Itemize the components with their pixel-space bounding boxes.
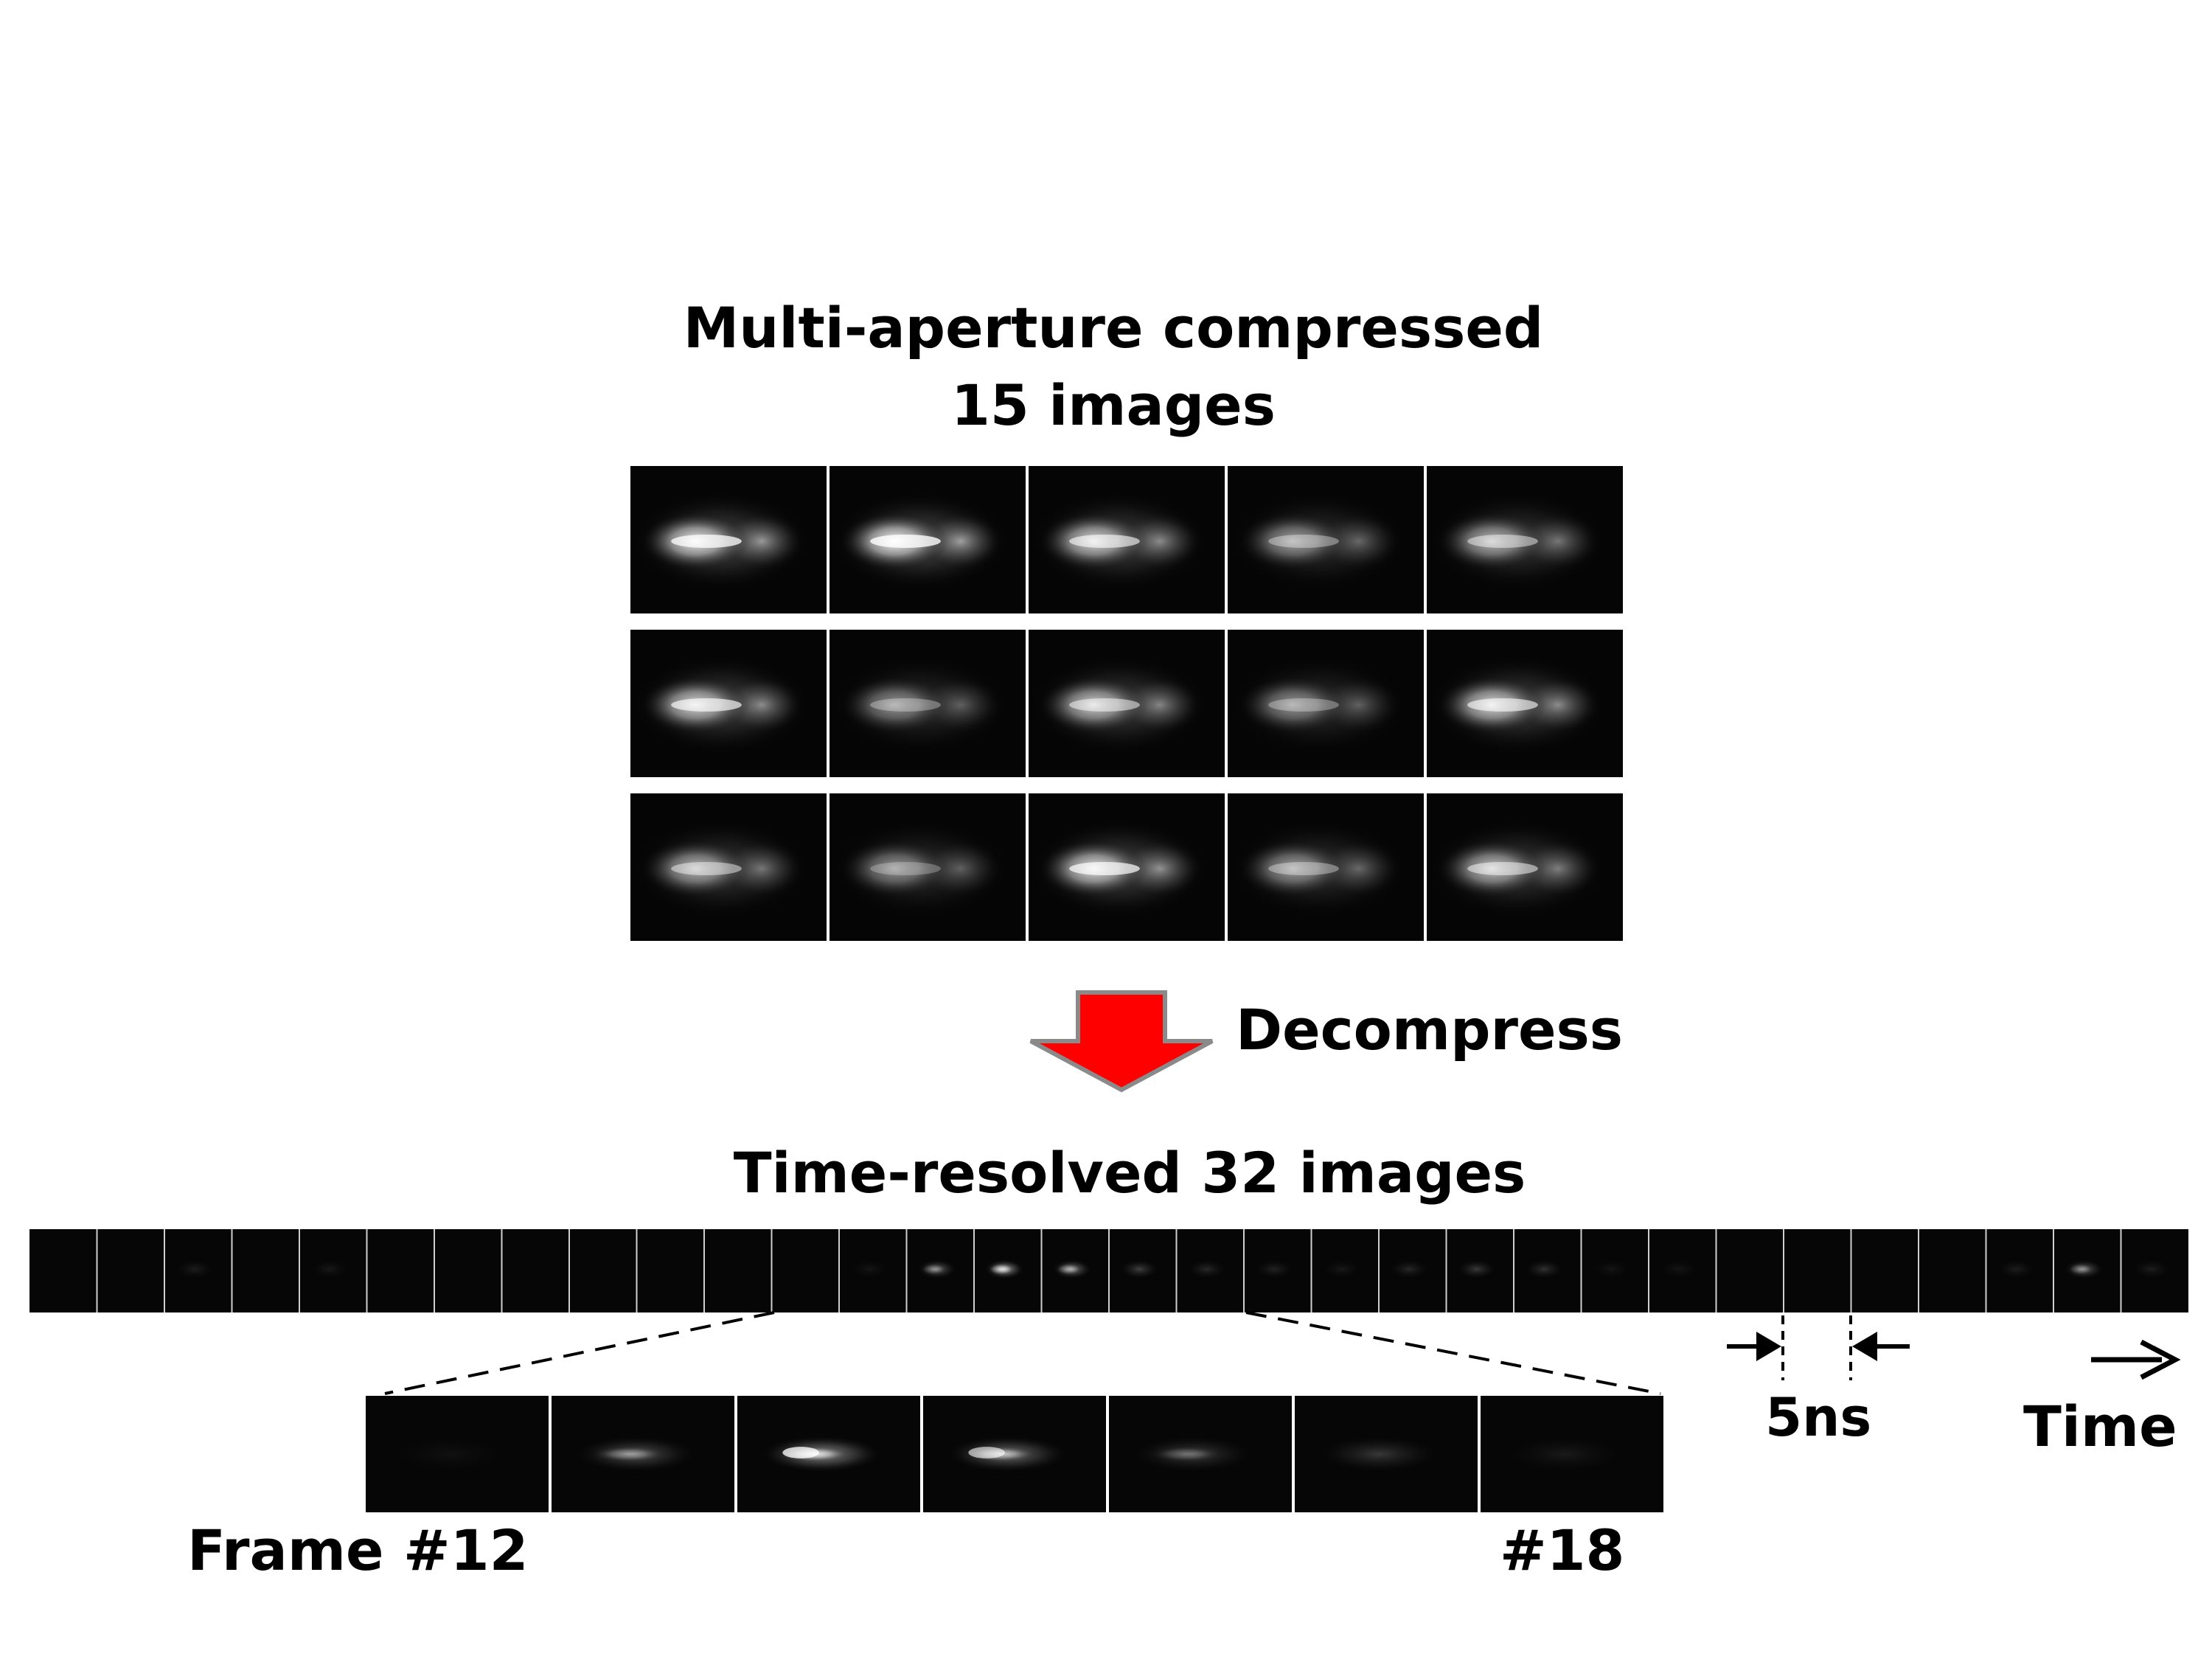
zoomed-frame <box>366 1396 549 1512</box>
compressed-title-line2: 15 images <box>951 372 1276 438</box>
timeline-frame <box>1715 1229 1784 1312</box>
compressed-image-cell <box>1029 466 1225 613</box>
timeline-frame <box>1310 1229 1379 1312</box>
interval-marker <box>1727 1315 1910 1380</box>
compressed-image-cell <box>830 630 1026 777</box>
compressed-image-grid <box>630 466 1623 941</box>
timeline-frame <box>1175 1229 1244 1312</box>
timeline-frame <box>1243 1229 1312 1312</box>
compressed-image-cell <box>1228 466 1424 613</box>
zoomed-frame <box>552 1396 734 1512</box>
compressed-image-cell <box>1029 630 1225 777</box>
timeline-strip <box>29 1229 2188 1312</box>
interval-label: 5ns <box>1765 1386 1872 1448</box>
timeline-frame <box>1108 1229 1177 1312</box>
compressed-image-cell <box>1228 793 1424 941</box>
zoomed-frames <box>366 1396 1663 1512</box>
timeline-frame <box>299 1229 367 1312</box>
timeline-frame <box>636 1229 704 1312</box>
right-arrow-icon <box>2140 1339 2181 1380</box>
time-axis-label: Time <box>2023 1394 2177 1459</box>
timeline-frame <box>1850 1229 1919 1312</box>
left-pointing-arrowhead-icon <box>1852 1332 1877 1361</box>
timeline-frame <box>1580 1229 1649 1312</box>
zoomed-frame <box>923 1396 1106 1512</box>
timeline-frame <box>501 1229 569 1312</box>
down-arrow-icon <box>1029 990 1214 1093</box>
compressed-image-cell <box>1427 630 1623 777</box>
timeline-frame <box>2053 1229 2121 1312</box>
timeline-frame <box>164 1229 232 1312</box>
time-arrow <box>2091 1339 2181 1380</box>
timeline-frame <box>1378 1229 1447 1312</box>
timeline-frame <box>1648 1229 1717 1312</box>
zoomed-frame <box>1109 1396 1292 1512</box>
timeline-frame <box>366 1229 434 1312</box>
decompress-label: Decompress <box>1236 997 1623 1063</box>
compressed-image-cell <box>630 466 827 613</box>
timeline-title: Time-resolved 32 images <box>733 1140 1526 1206</box>
compressed-title-line1: Multi-aperture compressed <box>683 295 1544 361</box>
timeline-frame <box>771 1229 839 1312</box>
compressed-image-cell <box>630 793 827 941</box>
timeline-frame <box>231 1229 299 1312</box>
timeline-frame <box>2120 1229 2188 1312</box>
timeline-frame <box>1918 1229 1986 1312</box>
decompress-arrow <box>1029 990 1214 1093</box>
timeline-frame <box>29 1229 97 1312</box>
zoom-guide-lines <box>384 1311 1661 1395</box>
compressed-image-cell <box>1427 793 1623 941</box>
timeline-frame <box>703 1229 772 1312</box>
compressed-image-cell <box>1029 793 1225 941</box>
right-pointing-arrowhead-icon <box>1756 1332 1781 1361</box>
timeline-frame <box>568 1229 637 1312</box>
compressed-image-cell <box>1427 466 1623 613</box>
zoomed-frame <box>1295 1396 1478 1512</box>
compressed-image-cell <box>830 793 1026 941</box>
timeline-frame <box>1783 1229 1851 1312</box>
frame-start-label: Frame #12 <box>187 1517 529 1583</box>
frame-end-label: #18 <box>1500 1517 1625 1583</box>
timeline-frame <box>1513 1229 1582 1312</box>
timeline-frame <box>1985 1229 2053 1312</box>
zoomed-frame <box>737 1396 920 1512</box>
zoomed-frame <box>1481 1396 1663 1512</box>
compressed-image-cell <box>830 466 1026 613</box>
timeline-frame <box>1445 1229 1514 1312</box>
timeline-frame <box>905 1229 974 1312</box>
timeline-frame <box>973 1229 1042 1312</box>
timeline-frame <box>1040 1229 1109 1312</box>
timeline-frame <box>96 1229 164 1312</box>
timeline-frame <box>434 1229 502 1312</box>
compressed-image-cell <box>630 630 827 777</box>
timeline-frame <box>838 1229 907 1312</box>
compressed-image-cell <box>1228 630 1424 777</box>
